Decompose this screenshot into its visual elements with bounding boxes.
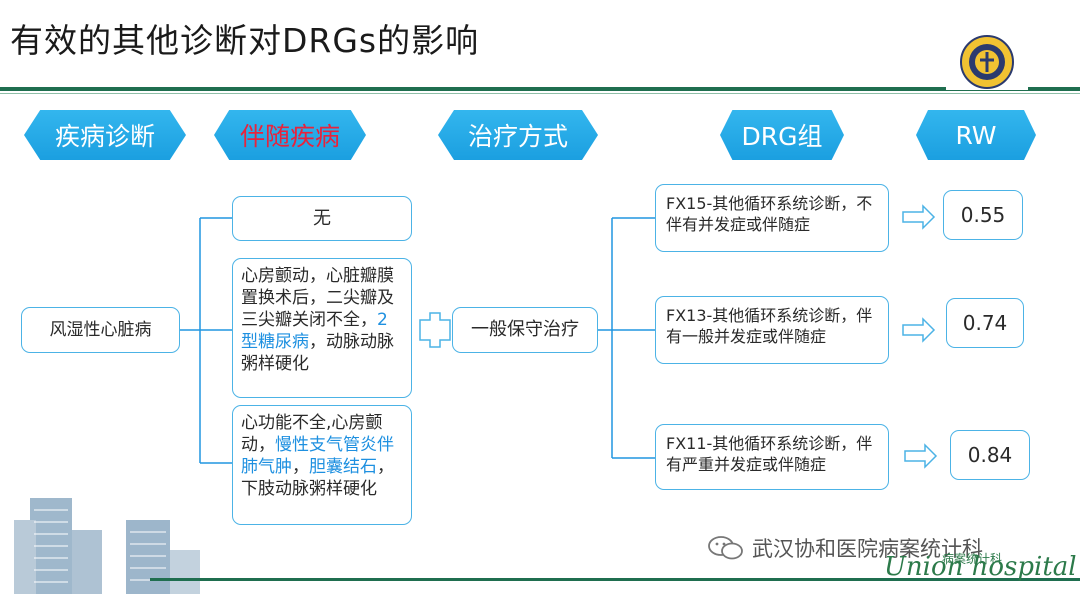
drg-group-fx11: FX11-其他循环系统诊断，伴有严重并发症或伴随症 [655,424,889,490]
comorbidity-highlight: 2型糖尿病 [241,310,388,352]
comorbidity-text: ， [292,457,309,477]
page-title: 有效的其他诊断对DRGs的影响 [10,21,480,60]
watermark: 武汉协和医院病案统计科 [706,533,983,563]
comorbidity-text: ，下肢动脉粥样硬化 [241,457,394,499]
comorbidity-highlight: 胆囊结石 [309,457,377,477]
header-drg: DRG组 [720,110,844,160]
top-rule [0,87,1080,91]
header-treatment: 治疗方式 [438,110,598,160]
rw-value-fx15: 0.55 [943,190,1023,240]
rw-value-fx11: 0.84 [950,430,1030,480]
bottom-rule [150,578,1080,581]
drg-group-fx15: FX15-其他循环系统诊断，不伴有并发症或伴随症 [655,184,889,252]
wechat-icon [708,536,743,560]
treatment-box: 一般保守治疗 [452,307,598,353]
comorbidity-group-3: 心功能不全,心房颤动，慢性支气管炎伴肺气肿，胆囊结石，下肢动脉粥样硬化 [232,405,412,525]
comorbidity-text: 心功能不全,心房颤动， [241,413,383,455]
plus-connector-icon [419,312,451,348]
comorbidity-none: 无 [232,196,412,241]
comorbidity-highlight: 慢性支气管炎伴肺气肿 [241,435,394,477]
header-comorbidity: 伴随疾病 [214,110,366,160]
comorbidity-text: 心房颤动，心脏瓣膜置换术后，二尖瓣及三尖瓣关闭不全， [241,266,394,330]
disease-box: 风湿性心脏病 [21,307,180,353]
comorbidity-group-2: 心房颤动，心脏瓣膜置换术后，二尖瓣及三尖瓣关闭不全，2型糖尿病，动脉动脉粥样硬化 [232,258,412,398]
hospital-building-image [14,498,200,594]
watermark-text: 武汉协和医院病案统计科 [752,537,983,561]
comorbidity-text: ，动脉动脉粥样硬化 [241,332,394,374]
header-disease: 疾病诊断 [24,110,186,160]
drg-group-fx13: FX13-其他循环系统诊断，伴有一般并发症或伴随症 [655,296,889,364]
header-rw: RW [916,110,1036,160]
footer-logo: Union hospital [884,552,1077,582]
rw-value-fx13: 0.74 [946,298,1024,348]
hospital-seal-logo [946,34,1028,90]
footer-logo-cn: 病案统计科 [942,552,1003,566]
top-rule-thin [0,93,1080,94]
